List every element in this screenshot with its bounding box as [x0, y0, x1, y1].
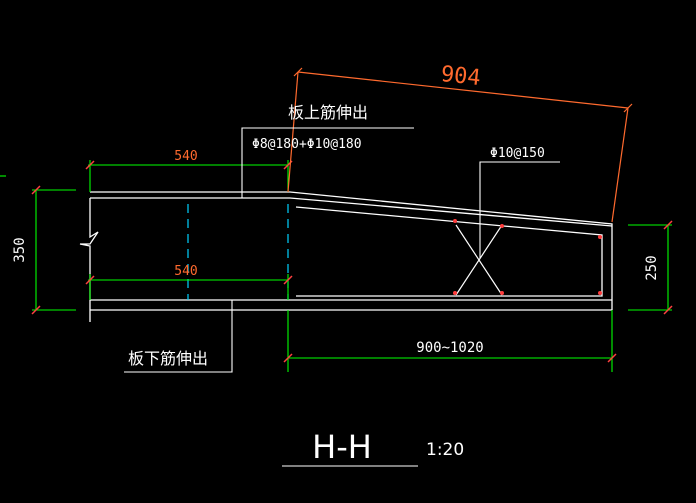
leader-top: [241, 127, 414, 198]
note-stirrup-label: Φ10@150: [490, 146, 545, 161]
leader-bottom: [124, 300, 233, 373]
concrete-outline: [79, 191, 613, 322]
break-line: [79, 198, 99, 322]
section-scale: 1:20: [426, 440, 464, 460]
rebar-dot: [500, 291, 504, 295]
slab-top-line: [90, 191, 613, 310]
dim-left-label: 350: [12, 237, 28, 262]
rebar-dots: [453, 219, 602, 295]
leader-lines: [124, 127, 560, 467]
slant-dimension: [287, 67, 633, 223]
dim-slant-label: 904: [440, 62, 482, 91]
dim-bottom-label: 540: [174, 264, 197, 279]
dim-span-label: 900~1020: [416, 340, 483, 356]
slab-top-inner-line: [90, 197, 613, 227]
rebar-cage: [295, 206, 603, 297]
rebar-dot: [453, 219, 457, 223]
rebar-dot: [598, 235, 602, 239]
dim-right-label: 250: [644, 255, 660, 280]
rebar-dot: [500, 224, 504, 228]
section-title: H-H: [312, 428, 372, 466]
axis-lines: [187, 204, 289, 300]
note-top-rebar-label: Φ8@180+Φ10@180: [252, 137, 362, 152]
dim-top-label: 540: [174, 149, 197, 164]
note-top-label: 板上筋伸出: [288, 103, 368, 122]
leader-stirrup: [479, 161, 560, 258]
dimension-ticks: [31, 160, 673, 363]
dimension-lines: [0, 160, 672, 372]
rebar-dot: [453, 291, 457, 295]
rebar-dot: [598, 291, 602, 295]
note-bottom-label: 板下筋伸出: [128, 349, 208, 368]
stirrup-cross: [455, 224, 503, 296]
